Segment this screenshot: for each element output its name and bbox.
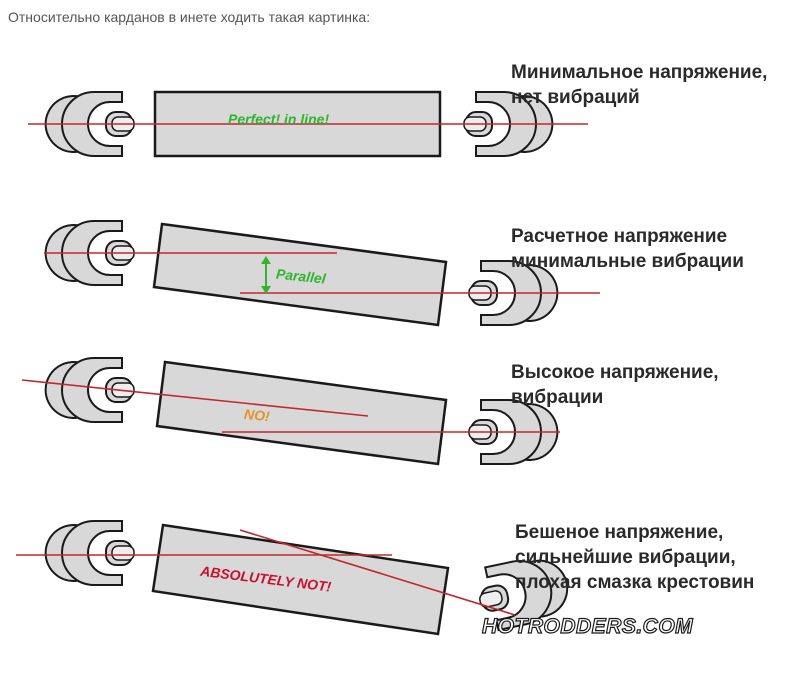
description-line: Высокое напряжение, [511, 362, 719, 383]
axis-line [239, 529, 516, 616]
description-line: минимальные вибрации [511, 251, 744, 272]
description-parallel: Расчетное напряжение минимальные вибраци… [511, 224, 744, 274]
description-line: нет вибраций [511, 87, 640, 108]
description-line: плохая смазка крестовин [515, 572, 755, 593]
driveshaft-tube [152, 222, 448, 327]
driveshaft-tube [155, 360, 448, 466]
diagram-in-line: Perfect! in line! [28, 90, 588, 158]
post-caption: Относительно карданов в инете ходить так… [8, 9, 371, 25]
diagram-label: NO! [243, 406, 271, 425]
diagram-no: NO! [21, 357, 560, 466]
watermark-logo: HOTRODDERS.COM [482, 615, 693, 638]
description-absolutely-not: Бешеное напряжение, сильнейшие вибрации,… [515, 520, 754, 595]
parallel-arrow-icon [261, 256, 271, 294]
diagram-label: Parallel [275, 266, 327, 287]
description-line: Бешеное напряжение, [515, 522, 724, 543]
left-yoke [44, 520, 135, 586]
diagram-label: Perfect! in line! [228, 111, 329, 127]
diagram-absolutely-not: ABSOLUTELY NOT! [16, 520, 575, 636]
description-line: Расчетное напряжение [511, 226, 728, 247]
description-line: Минимальное напряжение, [511, 62, 768, 83]
diagram-parallel: Parallel [44, 220, 600, 327]
description-no: Высокое напряжение, вибрации [511, 360, 719, 410]
axis-line [21, 379, 369, 417]
description-line: вибрации [511, 387, 604, 408]
description-line: сильнейшие вибрации, [515, 547, 736, 568]
driveshaft-tube [151, 523, 450, 636]
description-in-line: Минимальное напряжение, нет вибраций [511, 60, 767, 110]
